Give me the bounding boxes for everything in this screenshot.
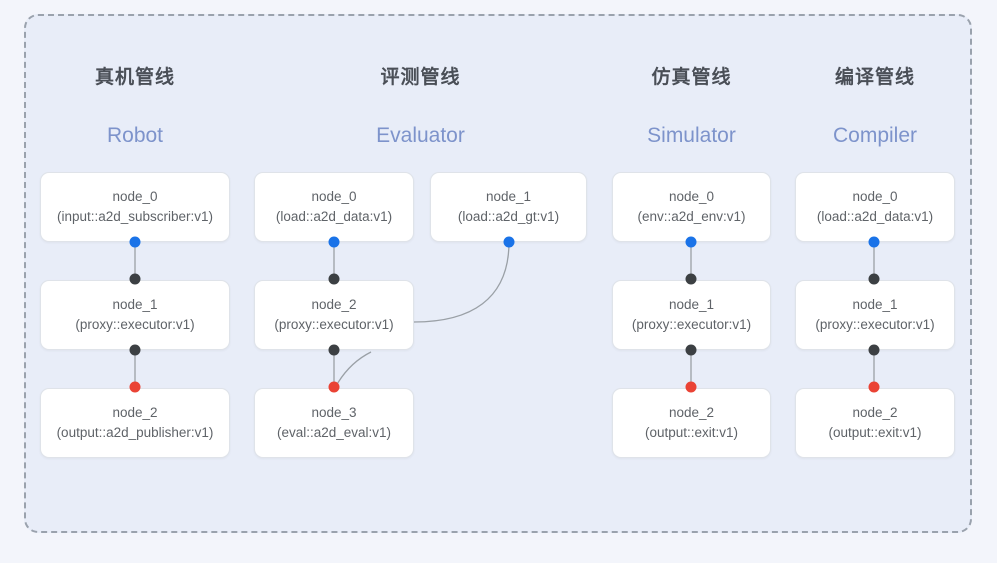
column-title-cn-simulator: 仿真管线: [651, 67, 732, 88]
node-type: (eval::a2d_eval:v1): [276, 425, 392, 440]
port-out-compiler-node_0[interactable]: [868, 236, 880, 248]
node-type: (output::a2d_publisher:v1): [56, 425, 214, 440]
node-id: node_2: [112, 405, 158, 420]
port-out-simulator-node_0[interactable]: [685, 236, 697, 248]
column-title-en-robot: Robot: [106, 124, 164, 147]
column-title-en-compiler: Compiler: [832, 124, 918, 147]
column-title-en-simulator: Simulator: [647, 124, 736, 147]
port-in-robot-node_1[interactable]: [129, 273, 141, 285]
node-id: node_1: [485, 189, 532, 204]
port-in-compiler-node_1[interactable]: [868, 273, 880, 285]
node-id: node_1: [852, 297, 898, 312]
node-compiler-node_2[interactable]: node_2 (output::exit:v1): [795, 388, 955, 458]
node-type: (input::a2d_subscriber:v1): [56, 209, 214, 224]
column-title-cn-robot: 真机管线: [94, 67, 175, 88]
node-id: node_3: [311, 405, 357, 420]
port-out-simulator-node_1[interactable]: [685, 344, 697, 356]
node-evaluator-node_1[interactable]: node_1 (load::a2d_gt:v1): [430, 172, 587, 242]
node-type: (proxy::executor:v1): [631, 317, 752, 332]
node-type: (proxy::executor:v1): [274, 317, 394, 332]
port-out-robot-node_0[interactable]: [129, 236, 141, 248]
port-out-robot-node_1[interactable]: [129, 344, 141, 356]
node-id: node_0: [668, 189, 715, 204]
node-type: (env::a2d_env:v1): [637, 209, 746, 224]
node-evaluator-node_0[interactable]: node_0 (load::a2d_data:v1): [254, 172, 414, 242]
node-simulator-node_1[interactable]: node_1 (proxy::executor:v1): [612, 280, 771, 350]
port-in-evaluator-node_3[interactable]: [328, 381, 340, 393]
port-out-evaluator-node_2[interactable]: [328, 344, 340, 356]
node-robot-node_1[interactable]: node_1 (proxy::executor:v1): [40, 280, 230, 350]
node-id: node_0: [311, 189, 357, 204]
node-evaluator-node_3[interactable]: node_3 (eval::a2d_eval:v1): [254, 388, 414, 458]
node-id: node_0: [852, 189, 898, 204]
node-compiler-node_0[interactable]: node_0 (load::a2d_data:v1): [795, 172, 955, 242]
port-in-simulator-node_2[interactable]: [685, 381, 697, 393]
node-type: (load::a2d_data:v1): [816, 209, 934, 224]
node-id: node_1: [112, 297, 158, 312]
node-compiler-node_1[interactable]: node_1 (proxy::executor:v1): [795, 280, 955, 350]
port-out-evaluator-node_0[interactable]: [328, 236, 340, 248]
column-title-cn-evaluator: 评测管线: [380, 67, 461, 88]
node-type: (proxy::executor:v1): [75, 317, 195, 332]
port-in-simulator-node_1[interactable]: [685, 273, 697, 285]
node-type: (load::a2d_data:v1): [275, 209, 393, 224]
node-simulator-node_0[interactable]: node_0 (env::a2d_env:v1): [612, 172, 771, 242]
node-robot-node_2[interactable]: node_2 (output::a2d_publisher:v1): [40, 388, 230, 458]
node-evaluator-node_2[interactable]: node_2 (proxy::executor:v1): [254, 280, 414, 350]
node-id: node_1: [668, 297, 715, 312]
node-simulator-node_2[interactable]: node_2 (output::exit:v1): [612, 388, 771, 458]
node-id: node_2: [852, 405, 898, 420]
port-in-evaluator-node_2[interactable]: [328, 273, 340, 285]
node-robot-node_0[interactable]: node_0 (input::a2d_subscriber:v1): [40, 172, 230, 242]
node-id: node_0: [112, 189, 158, 204]
port-in-compiler-node_2[interactable]: [868, 381, 880, 393]
column-title-en-evaluator: Evaluator: [376, 124, 465, 147]
node-type: (load::a2d_gt:v1): [457, 209, 560, 224]
port-out-evaluator-node_1[interactable]: [503, 236, 515, 248]
port-out-compiler-node_1[interactable]: [868, 344, 880, 356]
node-id: node_2: [311, 297, 357, 312]
column-title-cn-compiler: 编译管线: [834, 67, 915, 88]
node-type: (output::exit:v1): [644, 425, 739, 440]
node-id: node_2: [668, 405, 715, 420]
node-type: (proxy::executor:v1): [815, 317, 935, 332]
node-type: (output::exit:v1): [828, 425, 922, 440]
port-in-robot-node_2[interactable]: [129, 381, 141, 393]
